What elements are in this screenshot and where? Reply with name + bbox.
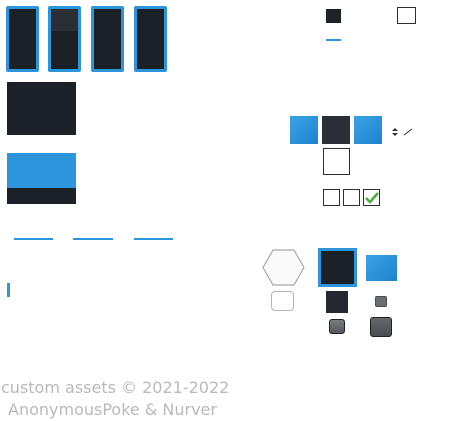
credits-line-1: custom assets © 2021-2022 xyxy=(1,378,230,397)
vertical-tab-2-hover[interactable] xyxy=(48,6,81,72)
checkbox-unchecked-1[interactable] xyxy=(323,189,340,206)
grey-slot-2[interactable] xyxy=(370,317,392,337)
credits-line-2: AnonymousPoke & Nurver xyxy=(8,400,217,419)
vertical-tab-4[interactable] xyxy=(134,6,167,72)
scroll-indicator xyxy=(7,283,10,297)
button-dark[interactable] xyxy=(322,116,350,144)
vertical-tab-3[interactable] xyxy=(91,6,124,72)
checkbox-unchecked-2[interactable] xyxy=(343,189,360,206)
button-normal[interactable] xyxy=(290,116,318,144)
button-active[interactable] xyxy=(354,116,382,144)
underline-tab-1[interactable] xyxy=(14,238,53,240)
dark-slot-small[interactable] xyxy=(326,291,348,313)
selected-panel-footer xyxy=(7,188,76,204)
small-underline xyxy=(326,39,341,41)
tiny-grey-slot[interactable] xyxy=(375,296,387,307)
empty-slot[interactable] xyxy=(271,291,294,311)
outline-button[interactable] xyxy=(323,148,350,175)
selected-slot[interactable] xyxy=(318,248,357,287)
sort-arrows-icon[interactable] xyxy=(390,127,414,137)
hexagon-button[interactable] xyxy=(262,249,305,286)
checkmark-icon xyxy=(365,192,379,204)
underline-tab-3[interactable] xyxy=(134,238,173,240)
checkbox-checked[interactable] xyxy=(363,189,380,206)
selected-panel[interactable] xyxy=(7,153,76,204)
small-dark-square xyxy=(326,9,341,23)
blue-slot[interactable] xyxy=(366,255,397,281)
vertical-tab-1[interactable] xyxy=(6,6,39,72)
dark-panel xyxy=(7,82,76,135)
grey-slot-1[interactable] xyxy=(329,319,345,334)
underline-tab-2[interactable] xyxy=(73,238,113,240)
tab-hover-highlight xyxy=(51,9,78,31)
small-outline-square[interactable] xyxy=(397,7,416,24)
